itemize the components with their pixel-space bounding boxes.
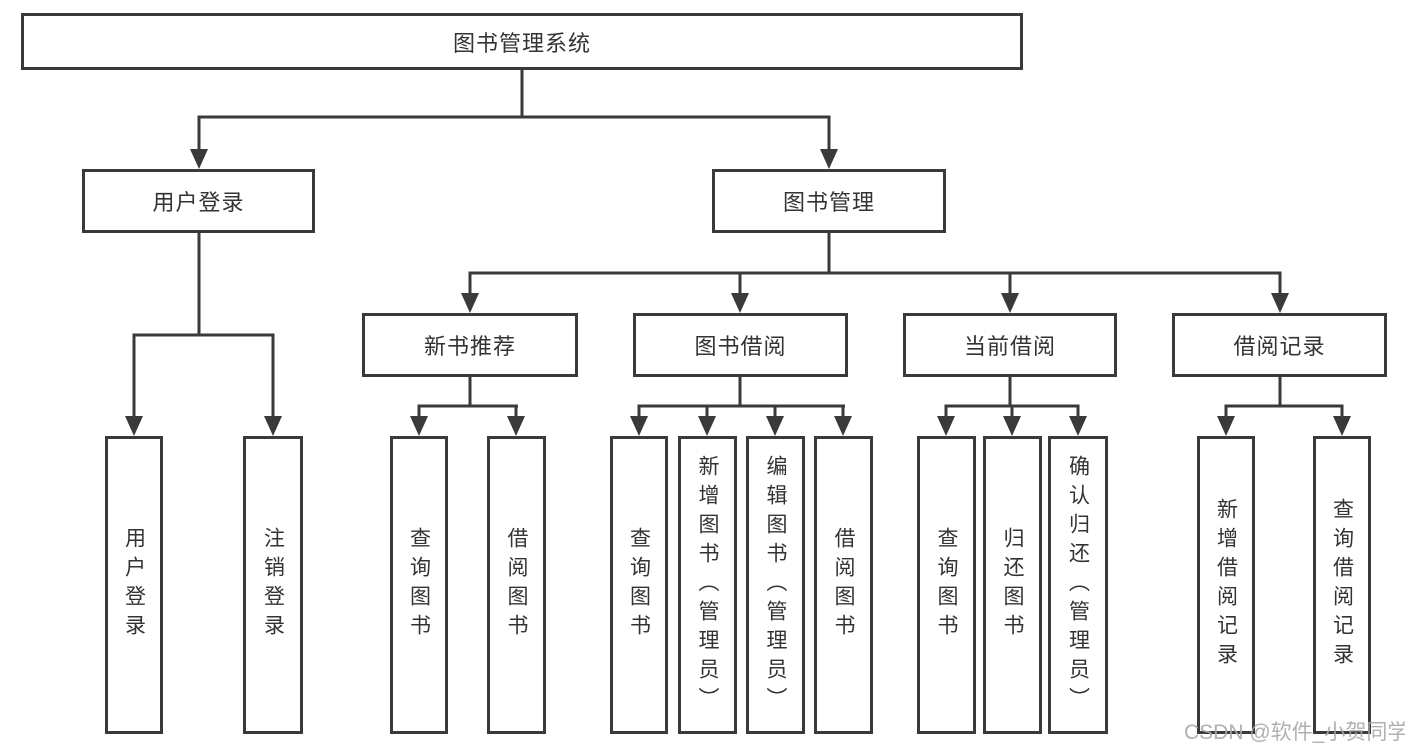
arrowhead bbox=[834, 416, 852, 436]
node-book-borrow-label: 图书借阅 bbox=[694, 334, 787, 359]
leaf-borrow-books: 借阅图书 bbox=[814, 436, 873, 734]
arrowhead bbox=[698, 416, 716, 436]
node-borrow-records-label: 借阅记录 bbox=[1233, 334, 1326, 359]
leaf-query-borrow-record: 查询借阅记录 bbox=[1313, 436, 1371, 734]
leaf-logout: 注销登录 bbox=[243, 436, 303, 734]
leaf-borrow-books-recommend-label: 借阅图书 bbox=[505, 527, 528, 643]
leaf-query-books-borrow: 查询图书 bbox=[610, 436, 668, 734]
arrowhead bbox=[1001, 293, 1019, 313]
node-new-book-recommend: 新书推荐 bbox=[362, 313, 578, 377]
leaf-return-books-label: 归还图书 bbox=[1001, 527, 1024, 643]
leaf-add-borrow-record: 新增借阅记录 bbox=[1197, 436, 1255, 734]
node-book-management-label: 图书管理 bbox=[782, 190, 875, 215]
arrowhead bbox=[937, 416, 955, 436]
leaf-confirm-return-admin-label: 确认归还（管理员） bbox=[1066, 454, 1090, 716]
leaf-edit-books-admin-label: 编辑图书（管理员） bbox=[764, 454, 787, 716]
arrowhead bbox=[410, 416, 428, 436]
leaf-edit-books-admin: 编辑图书（管理员） bbox=[746, 436, 805, 734]
arrowhead bbox=[1069, 416, 1087, 436]
node-root: 图书管理系统 bbox=[21, 13, 1023, 70]
node-user-login: 用户登录 bbox=[82, 169, 315, 233]
leaf-add-books-admin-label: 新增图书（管理员） bbox=[696, 454, 719, 716]
leaf-return-books: 归还图书 bbox=[983, 436, 1042, 734]
node-new-book-recommend-label: 新书推荐 bbox=[423, 334, 516, 359]
node-book-borrow: 图书借阅 bbox=[633, 313, 848, 377]
leaf-logout-label: 注销登录 bbox=[261, 527, 285, 643]
arrowhead bbox=[731, 293, 749, 313]
leaf-query-books-current-label: 查询图书 bbox=[935, 527, 958, 643]
leaf-add-borrow-record-label: 新增借阅记录 bbox=[1214, 498, 1238, 672]
leaf-borrow-books-label: 借阅图书 bbox=[832, 527, 855, 643]
leaf-query-books-borrow-label: 查询图书 bbox=[627, 527, 651, 643]
node-book-management: 图书管理 bbox=[712, 169, 946, 233]
arrowhead bbox=[461, 293, 479, 313]
leaf-confirm-return-admin: 确认归还（管理员） bbox=[1048, 436, 1108, 734]
node-root-label: 图书管理系统 bbox=[452, 30, 591, 56]
arrowhead bbox=[1003, 416, 1021, 436]
arrowhead bbox=[1333, 416, 1351, 436]
leaf-add-books-admin: 新增图书（管理员） bbox=[678, 436, 737, 734]
arrowhead bbox=[820, 149, 838, 169]
node-current-borrow-label: 当前借阅 bbox=[963, 334, 1056, 359]
leaf-query-books-recommend: 查询图书 bbox=[390, 436, 448, 734]
watermark: CSDN @软件_小贺同学 bbox=[1184, 721, 1405, 744]
arrowhead bbox=[630, 416, 648, 436]
leaf-query-borrow-record-label: 查询借阅记录 bbox=[1330, 498, 1354, 672]
node-user-login-label: 用户登录 bbox=[152, 190, 245, 215]
arrowhead bbox=[766, 416, 784, 436]
leaf-query-books-current: 查询图书 bbox=[917, 436, 976, 734]
arrowhead bbox=[125, 416, 143, 436]
node-borrow-records: 借阅记录 bbox=[1172, 313, 1387, 377]
arrowhead bbox=[1217, 416, 1235, 436]
leaf-user-login-label: 用户登录 bbox=[122, 527, 146, 643]
arrowhead bbox=[507, 416, 525, 436]
leaf-borrow-books-recommend: 借阅图书 bbox=[487, 436, 546, 734]
node-current-borrow: 当前借阅 bbox=[903, 313, 1117, 377]
arrowhead bbox=[264, 416, 282, 436]
arrowhead bbox=[1271, 293, 1289, 313]
leaf-user-login: 用户登录 bbox=[105, 436, 163, 734]
arrowhead bbox=[190, 149, 208, 169]
leaf-query-books-recommend-label: 查询图书 bbox=[407, 527, 431, 643]
